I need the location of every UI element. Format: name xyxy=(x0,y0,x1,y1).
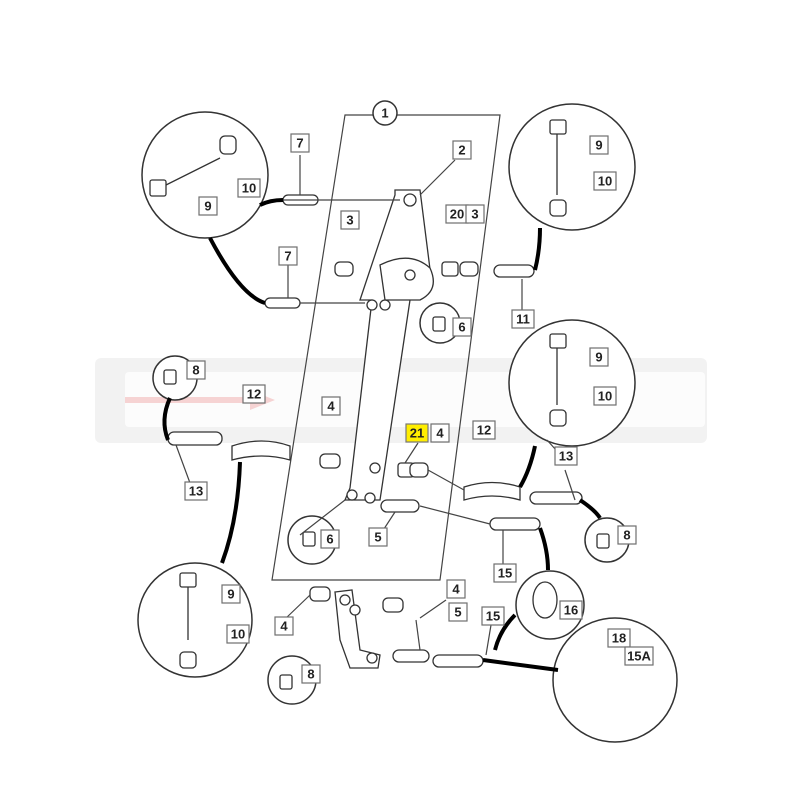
label-4-bottom-left: 4 xyxy=(274,616,294,636)
svg-text:12: 12 xyxy=(477,423,491,438)
label-4-center: 4 xyxy=(430,423,450,443)
svg-text:6: 6 xyxy=(326,532,333,547)
boom-frame xyxy=(271,114,501,581)
svg-text:10: 10 xyxy=(598,174,612,189)
svg-text:8: 8 xyxy=(307,667,314,682)
label-15A: 15A xyxy=(624,646,654,666)
svg-text:7: 7 xyxy=(284,249,291,264)
svg-text:11: 11 xyxy=(516,312,530,327)
label-8-bottom: 8 xyxy=(301,664,321,684)
label-15-mid: 15 xyxy=(493,563,517,583)
label-13-right: 13 xyxy=(554,446,578,466)
lower-linkage xyxy=(334,589,381,669)
label-12-left: 12 xyxy=(242,384,266,404)
label-18: 18 xyxy=(607,628,631,648)
svg-text:3: 3 xyxy=(471,207,478,222)
svg-text:20: 20 xyxy=(450,207,464,222)
callout-circle-1 xyxy=(372,100,398,126)
svg-text:4: 4 xyxy=(436,426,444,441)
label-3-right: 3 xyxy=(465,204,485,224)
label-1: 1 xyxy=(381,106,388,121)
svg-text:21: 21 xyxy=(410,426,424,441)
svg-text:9: 9 xyxy=(595,350,602,365)
svg-text:10: 10 xyxy=(242,181,256,196)
label-9-mid-right: 9 xyxy=(589,347,609,367)
svg-text:9: 9 xyxy=(595,138,602,153)
label-11: 11 xyxy=(511,309,535,329)
label-6-bottom: 6 xyxy=(320,529,340,549)
pins xyxy=(167,194,629,672)
svg-text:10: 10 xyxy=(598,389,612,404)
svg-text:15: 15 xyxy=(498,566,512,581)
svg-text:8: 8 xyxy=(623,528,630,543)
svg-text:18: 18 xyxy=(612,631,626,646)
label-7-top: 7 xyxy=(290,133,310,153)
svg-text:4: 4 xyxy=(280,619,288,634)
svg-text:16: 16 xyxy=(564,603,578,618)
label-5-bottom: 5 xyxy=(448,602,468,622)
label-10-mid-right: 10 xyxy=(593,386,617,406)
label-15-bottom: 15 xyxy=(481,606,505,626)
label-9-bottom: 9 xyxy=(221,584,241,604)
svg-text:3: 3 xyxy=(346,213,353,228)
boom-arm xyxy=(344,189,434,504)
svg-text:5: 5 xyxy=(454,605,461,620)
svg-text:13: 13 xyxy=(189,484,203,499)
svg-text:5: 5 xyxy=(374,530,381,545)
label-4-mid: 4 xyxy=(321,396,341,416)
label-8-left: 8 xyxy=(186,360,206,380)
svg-text:4: 4 xyxy=(452,582,460,597)
label-5-mid: 5 xyxy=(368,527,388,547)
svg-text:13: 13 xyxy=(559,449,573,464)
label-9-top-left: 9 xyxy=(198,196,218,216)
label-10-bottom: 10 xyxy=(226,624,250,644)
label-20: 20 xyxy=(445,204,469,224)
svg-text:10: 10 xyxy=(231,627,245,642)
label-13-left: 13 xyxy=(184,481,208,501)
callout-labels: 1 2 7 9 10 3 20 3 9 10 7 11 6 8 9 12 10 … xyxy=(184,106,654,684)
svg-text:9: 9 xyxy=(204,199,211,214)
label-2: 2 xyxy=(452,140,472,160)
label-8-right: 8 xyxy=(617,525,637,545)
svg-text:15: 15 xyxy=(486,609,500,624)
label-21-highlighted: 21 xyxy=(405,423,429,443)
svg-text:8: 8 xyxy=(192,363,199,378)
label-3-left: 3 xyxy=(340,210,360,230)
label-6-top: 6 xyxy=(452,317,472,337)
svg-text:7: 7 xyxy=(296,136,303,151)
label-16: 16 xyxy=(559,600,583,620)
label-9-top-right: 9 xyxy=(589,135,609,155)
label-10-top-right: 10 xyxy=(593,171,617,191)
label-10-top-left: 10 xyxy=(237,178,261,198)
label-4-bottom-right: 4 xyxy=(446,579,466,599)
svg-text:6: 6 xyxy=(458,320,465,335)
svg-text:1: 1 xyxy=(381,106,388,121)
svg-text:9: 9 xyxy=(227,587,234,602)
svg-text:12: 12 xyxy=(247,387,261,402)
svg-text:4: 4 xyxy=(327,399,335,414)
leader-lines xyxy=(162,198,602,672)
svg-text:2: 2 xyxy=(458,143,465,158)
label-12-right: 12 xyxy=(472,420,496,440)
label-7-mid: 7 xyxy=(278,246,298,266)
svg-text:15A: 15A xyxy=(627,649,651,664)
